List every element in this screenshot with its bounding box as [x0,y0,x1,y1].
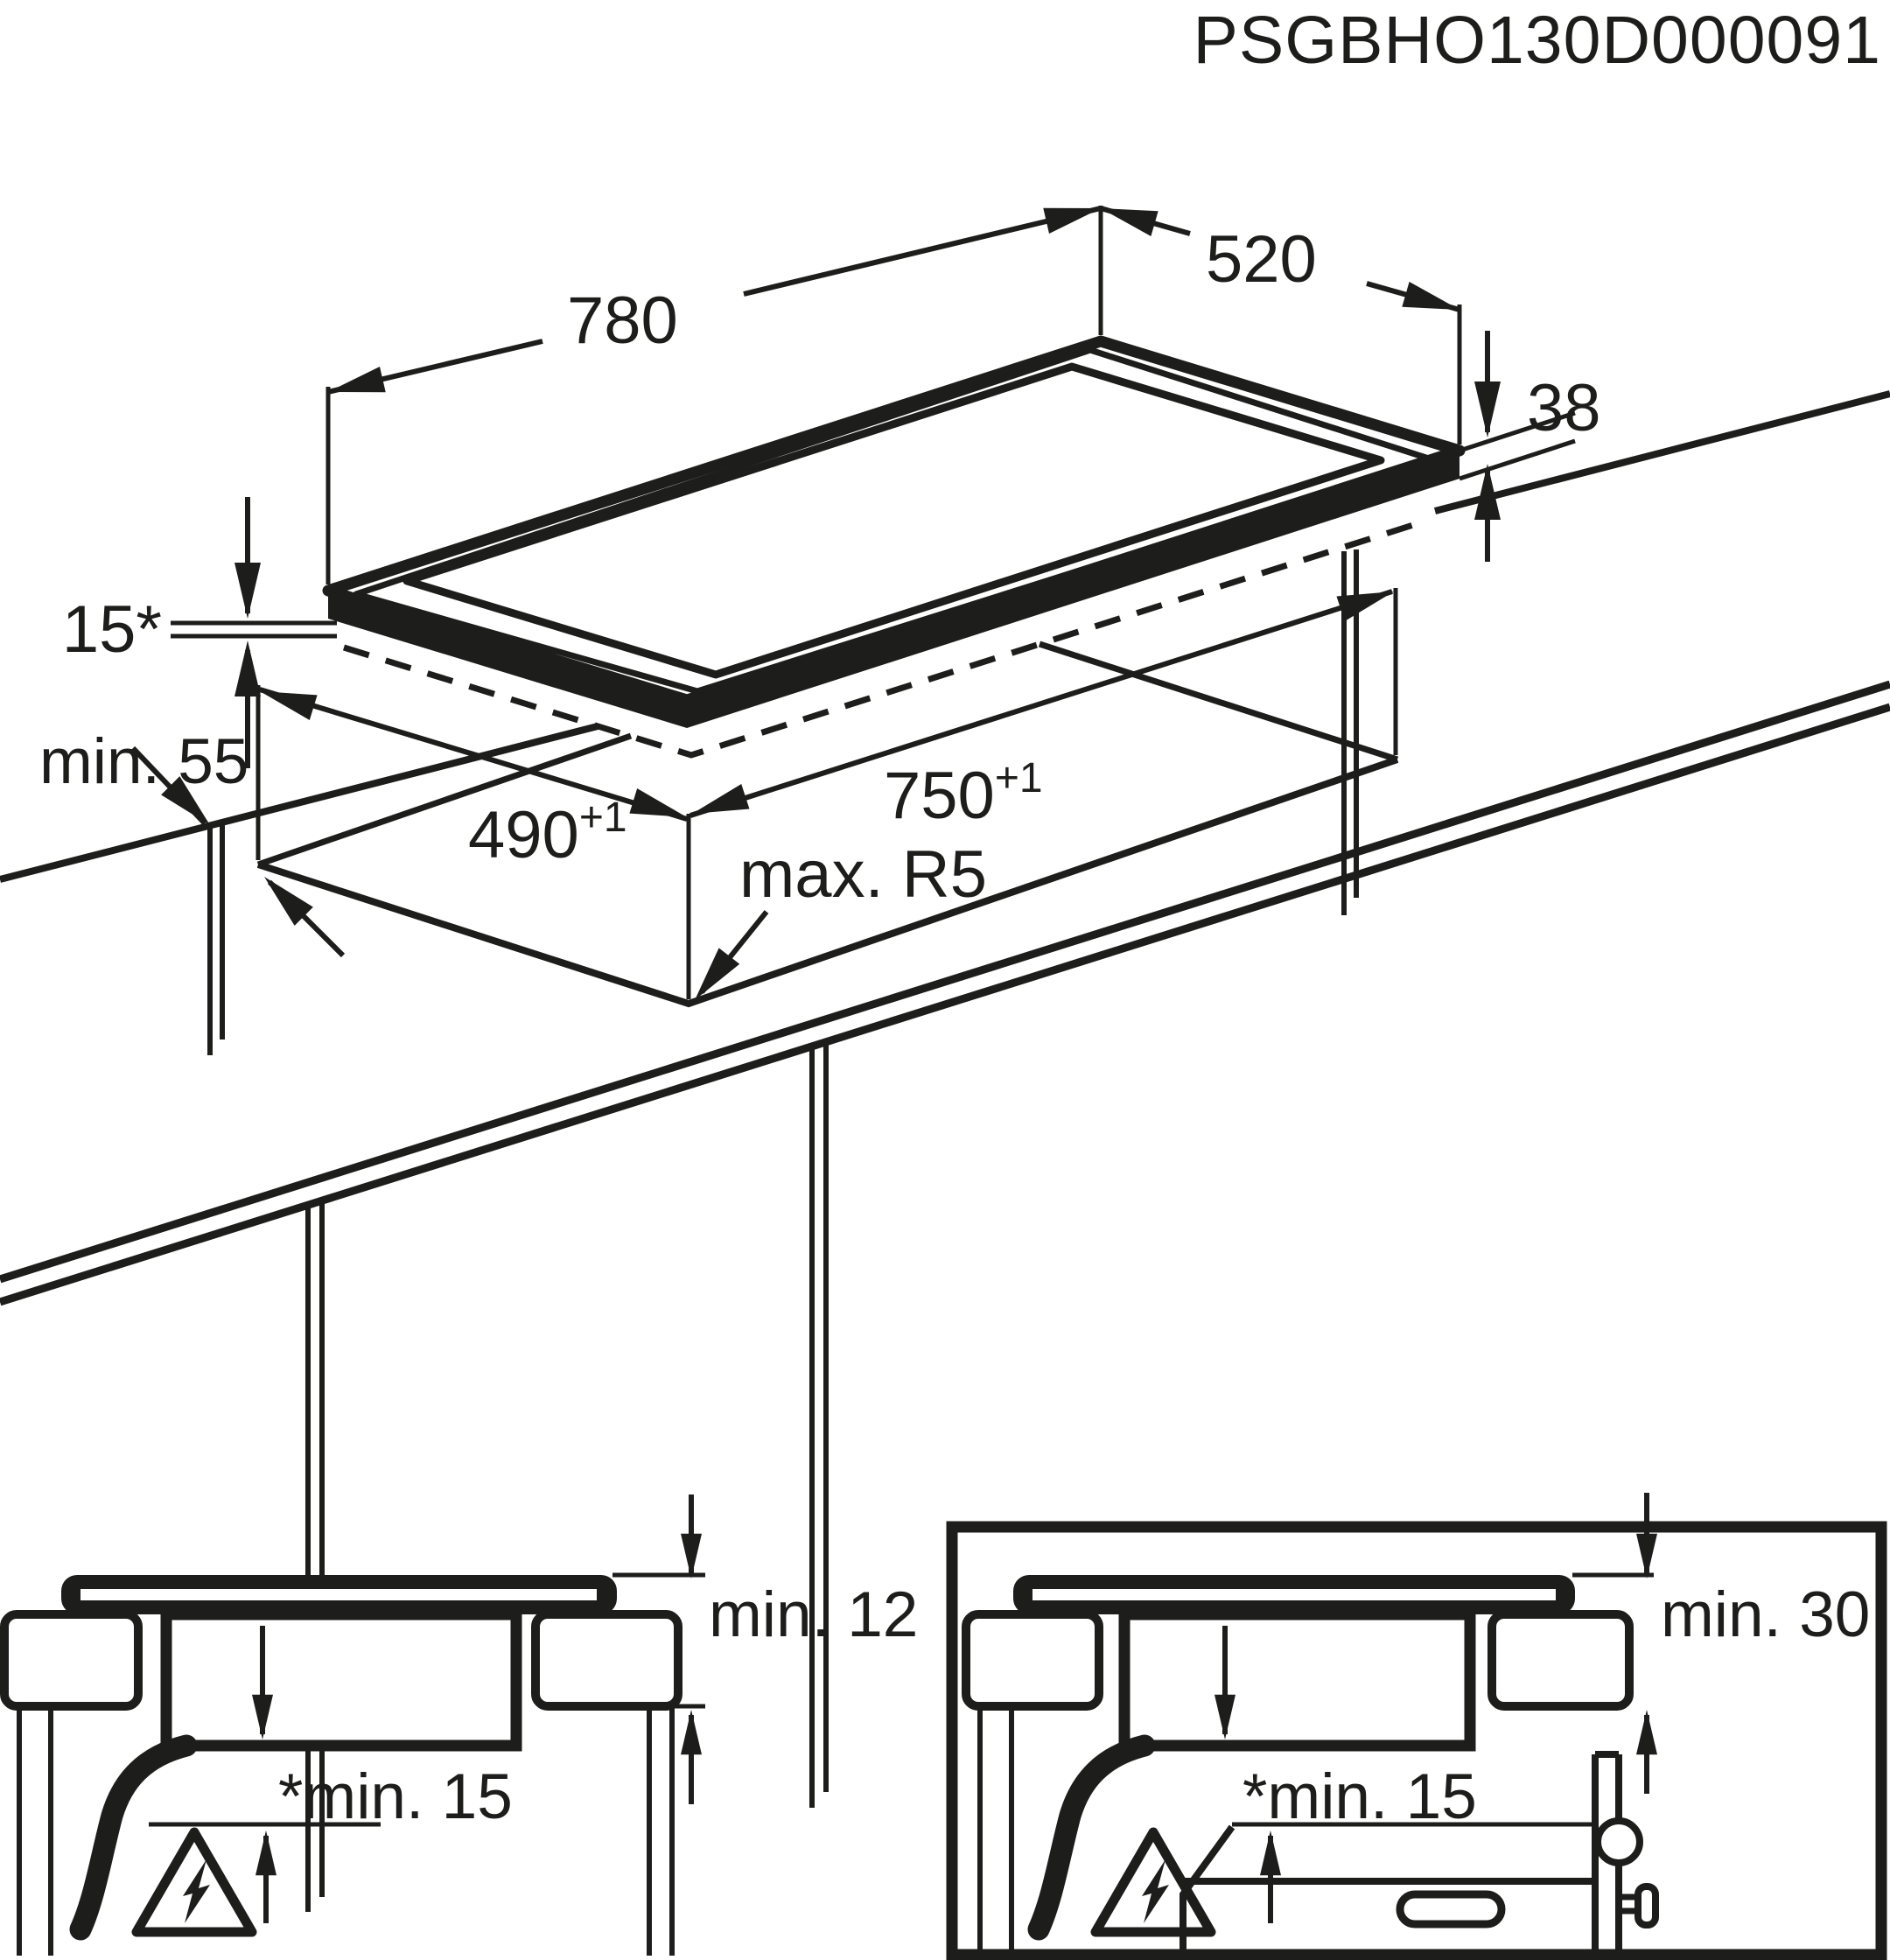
dim-glass-overhang: 15* [62,497,337,768]
dim-hob-depth-label: 520 [1206,222,1317,297]
dim-cutout-depth: 490+1 [256,678,691,999]
electric-hazard-icon [136,1832,252,1932]
table-leg [809,1042,829,1808]
hob-glass-stripe [1032,1589,1556,1600]
dim-hob-width-label: 780 [567,284,678,358]
worktop-block-left [962,1610,1103,1711]
dim-worktop-thickness: min. 12 [612,1494,918,1804]
oven-handle-slot [1396,1890,1506,1928]
section-oven: *min. 15 min. 30 [946,1493,1887,1960]
worktop-rear-edge [0,390,1890,883]
dim-rear-clearance-label: min. 55 [39,726,248,797]
worktop-block-right [531,1610,682,1711]
table-legs [207,550,1359,1912]
dim-hob-depth: 520 [1096,195,1464,444]
worktop-cutout [256,640,1399,1008]
hob-glass-stripe [80,1589,597,1600]
power-cable [69,1734,198,1941]
dim-cutout-depth-label: 490+1 [468,794,627,872]
dim-glass-overhang-label: 15* [62,592,162,667]
hob-hidden-edge-dashed [342,522,1415,759]
dim-hob-width: 780 [325,195,1104,584]
worktop-front-edge [0,680,1890,1306]
dim-worktop-thickness-label: min. 12 [709,1579,918,1650]
dim-rear-clearance: min. 55 [39,726,346,958]
built-in-oven [1180,1751,1659,1951]
dim-hob-to-oven-clearance: min. 30 [1572,1493,1870,1794]
hob-body [1118,1608,1476,1752]
worktop-block-left [0,1610,143,1711]
section-oven-frame [946,1521,1887,1960]
hob-body [160,1608,522,1752]
dim-under-hob-clearance-label: *min. 15 [1242,1761,1477,1832]
dim-hob-height: 38 [1453,331,1601,562]
worktop-block-right [1488,1610,1634,1711]
oven-knob [1634,1883,1659,1928]
power-cable [1027,1734,1156,1941]
dim-under-hob-clearance-label: *min. 15 [278,1761,513,1832]
dim-under-hob-clearance: *min. 15 [1232,1761,1593,1923]
dim-hob-to-oven-clearance-label: min. 30 [1661,1579,1870,1650]
cabinet-leg [17,1706,53,1956]
table-leg [207,823,225,1055]
dim-cutout-width: 750+1 [688,578,1398,833]
dim-under-hob-clearance: *min. 15 [149,1761,513,1923]
cabinet-leg [977,1706,1014,1950]
dim-corner-radius: max. R5 [684,837,987,1009]
section-worktop: *min. 15 min. 12 [0,1494,918,1956]
isometric-view: 780 520 38 15* [0,195,1890,1912]
dim-cutout-width-label: 750+1 [884,755,1043,833]
table-leg [305,1200,325,1912]
dim-corner-radius-label: max. R5 [739,837,987,912]
cabinet-leg [647,1706,675,1956]
oven-hinge [1594,1817,1643,1866]
hob-frame-line [353,346,1435,695]
document-code: PSGBHO130D000091 [1194,3,1882,78]
dim-hob-height-label: 38 [1527,371,1601,445]
hob-top-view [322,335,1466,759]
hob-glass-surface [402,362,1385,679]
